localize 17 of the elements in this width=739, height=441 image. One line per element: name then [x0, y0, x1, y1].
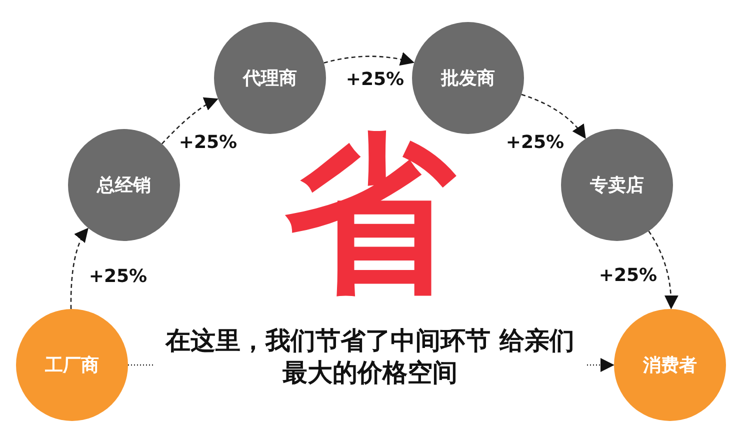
edge-label: +25% — [344, 68, 406, 92]
edge-label: +25% — [598, 264, 658, 288]
large-character: 省 — [284, 120, 458, 310]
dashed-arrow — [648, 230, 678, 310]
edge-label: +25% — [178, 131, 238, 155]
dashed-arrow — [521, 94, 586, 139]
dashed-arrow — [70, 228, 88, 310]
node-label: 代理商 — [243, 67, 297, 90]
node-label: 消费者 — [643, 354, 697, 377]
edge-label: +25% — [504, 131, 566, 155]
dashed-arrow — [161, 98, 218, 144]
dashed-arrow — [324, 52, 415, 66]
node-label: 批发商 — [441, 67, 495, 90]
node-label: 工厂商 — [45, 354, 99, 377]
edge-label: +25% — [88, 265, 148, 289]
node-label: 总经销 — [97, 174, 151, 197]
node-label: 专卖店 — [590, 174, 644, 197]
